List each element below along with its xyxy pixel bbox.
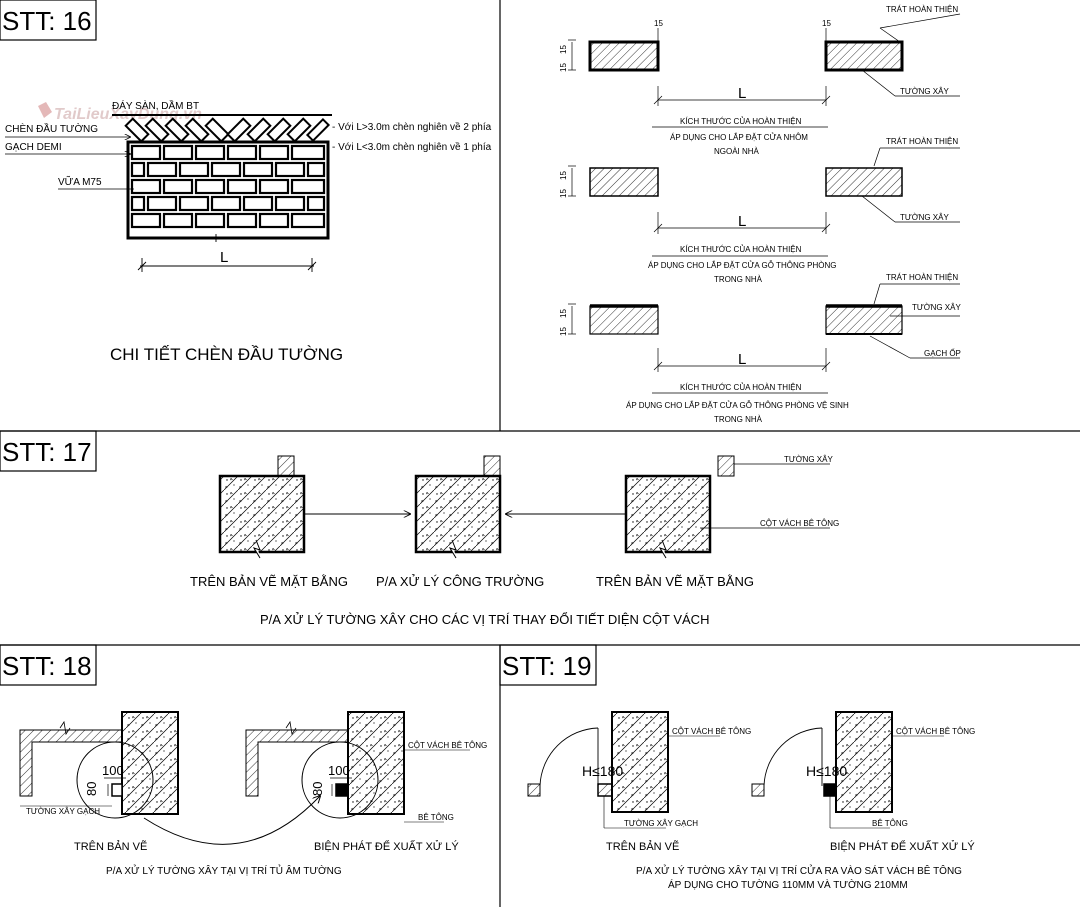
label-wall: TƯỜNG XÂY (900, 213, 949, 222)
dim-height-left: 80 (84, 782, 99, 796)
label-left: TRÊN BẢN VẼ MẶT BẰNG (190, 574, 348, 589)
label-wall: TƯỜNG XÂY (900, 87, 949, 96)
slab-label: ĐÁY SÀN, DẦM BT (112, 99, 199, 112)
label-apply-2: TRONG NHÀ (714, 275, 763, 284)
dim-side-a: 15 (559, 309, 568, 318)
panel-finishing-details: 15 15 15 15 L TRÁT HOÀN THIỆN TƯỜNG XÂY … (559, 5, 961, 424)
dim-height-right: 80 (310, 782, 325, 796)
dim-l: L (738, 85, 746, 102)
logo-icon (38, 102, 52, 118)
panel-stt-17: STT: 17 TƯỜNG XÂY CỘT VÁCH BÊ TÔNG TRÊN … (0, 430, 839, 627)
stt-box (0, 430, 97, 472)
column-label: CỘT VÁCH BÊ TÔNG (408, 741, 487, 750)
dim-side-a: 15 (559, 171, 568, 180)
dim-width-left: 100 (102, 763, 124, 778)
dim-l: L (738, 213, 746, 230)
note-2: - Với L<3.0m chèn nghiên về 1 phía (332, 141, 492, 153)
demi-label: GẠCH DEMI (5, 142, 62, 153)
column-mid (414, 455, 502, 559)
dimension-l (137, 234, 317, 272)
dim-side-b: 15 (559, 63, 568, 72)
label-right: TRÊN BẢN VẼ MẶT BẰNG (596, 574, 754, 589)
panel-caption: P/A XỬ LÝ TƯỜNG XÂY TẠI VỊ TRÍ TỦ ÂM TƯỜ… (106, 864, 342, 877)
mortar-label: VỮA M75 (58, 175, 102, 188)
column-label-left: CỘT VÁCH BÊ TÔNG (672, 727, 751, 736)
stt-label: STT: 19 (502, 651, 592, 681)
column-right (624, 455, 735, 559)
label-plaster: TRÁT HOÀN THIỆN (886, 5, 958, 14)
detail-row-3: 15 15 L TRÁT HOÀN THIỆN TƯỜNG XÂY GẠCH Ố… (559, 273, 961, 424)
label-tile: GẠCH ỐP (924, 348, 961, 358)
panel-caption: CHI TIẾT CHÈN ĐẦU TƯỜNG (110, 345, 343, 364)
wall-label: TƯỜNG XÂY (784, 455, 833, 464)
note-1: - Với L>3.0m chèn nghiên về 2 phía (332, 121, 492, 133)
stt-label: STT: 18 (2, 651, 92, 681)
brick-wall (126, 140, 330, 240)
label-apply-1: ÁP DỤNG CHO LẮP ĐẶT CỬA NHÔM (670, 133, 808, 142)
door-detail-right (751, 711, 944, 829)
dim-top-left: 15 (654, 19, 663, 28)
column-label-right: CỘT VÁCH BÊ TÔNG (896, 727, 975, 736)
label-size: KÍCH THƯỚC CỦA HOÀN THIỆN (680, 383, 802, 392)
label-mid: P/A XỬ LÝ CÔNG TRƯỜNG (376, 574, 544, 589)
door-detail-left (527, 711, 720, 829)
dim-l: L (738, 351, 746, 368)
detail-right (245, 711, 470, 823)
label-size: KÍCH THƯỚC CỦA HOÀN THIỆN (680, 117, 802, 126)
label-apply-2: NGOÀI NHÀ (714, 147, 760, 156)
detail-left (19, 711, 179, 819)
dim-side-b: 15 (559, 189, 568, 198)
column-label: CỘT VÁCH BÊ TÔNG (760, 519, 839, 528)
concrete-label: BÊ TÔNG (418, 813, 454, 822)
process-arrow (143, 796, 320, 845)
dim-right: H≤180 (806, 763, 847, 779)
stt-label: STT: 17 (2, 437, 92, 467)
detail-row-1: 15 15 15 15 L TRÁT HOÀN THIỆN TƯỜNG XÂY … (559, 5, 961, 156)
label-right: BIỆN PHÁT ĐỂ XUẤT XỬ LÝ (830, 840, 975, 853)
wedge-label: CHÈN ĐẦU TƯỜNG (5, 122, 98, 135)
label-apply-1: ÁP DỤNG CHO LẮP ĐẶT CỬA GỖ THÔNG PHÒNG V… (626, 401, 849, 410)
panel-caption-1: P/A XỬ LÝ TƯỜNG XÂY TẠI VỊ TRÍ CỬA RA VÀ… (636, 864, 962, 877)
label-wall: TƯỜNG XÂY (912, 303, 961, 312)
dim-left: H≤180 (582, 763, 623, 779)
stt-label: STT: 16 (2, 6, 92, 36)
dimension-l-label: L (220, 249, 228, 266)
concrete-label: BÊ TÔNG (872, 819, 908, 828)
wall-label: TƯỜNG XÂY GẠCH (26, 807, 100, 816)
dim-width-right: 100 (328, 763, 350, 778)
panel-stt-16: STT: 16 TaiLieuXayDung.vn ĐÁY SÀN, DẦM B… (0, 0, 492, 364)
dim-top-right: 15 (822, 19, 831, 28)
stt-box (0, 0, 97, 41)
label-left: TRÊN BẢN VẼ (74, 840, 147, 853)
stt-box (0, 644, 97, 686)
label-apply-2: TRONG NHÀ (714, 415, 763, 424)
detail-row-2: 15 15 L TRÁT HOÀN THIỆN TƯỜNG XÂY KÍCH T… (559, 137, 960, 284)
label-apply-1: ÁP DỤNG CHO LẮP ĐẶT CỬA GỖ THÔNG PHÒNG (648, 261, 837, 270)
stt-box (499, 644, 597, 686)
panel-caption-2: ÁP DỤNG CHO TƯỜNG 110MM VÀ TƯỜNG 210MM (668, 878, 908, 891)
panel-stt-18: STT: 18 100 80 TƯỜNG XÂY GẠCH (0, 644, 487, 877)
dim-side-a: 15 (559, 45, 568, 54)
wedge-bricks (124, 117, 331, 143)
label-left: TRÊN BẢN VẼ (606, 840, 679, 853)
label-plaster: TRÁT HOÀN THIỆN (886, 137, 958, 146)
dim-side-b: 15 (559, 327, 568, 336)
panel-stt-19: STT: 19 H≤180 CỘT VÁCH BÊ TÔNG TƯỜNG XÂY… (499, 644, 975, 891)
label-plaster: TRÁT HOÀN THIỆN (886, 273, 958, 282)
label-size: KÍCH THƯỚC CỦA HOÀN THIỆN (680, 245, 802, 254)
wall-label: TƯỜNG XÂY GẠCH (624, 819, 698, 828)
column-left (218, 455, 306, 559)
label-right: BIỆN PHÁT ĐỂ XUẤT XỬ LÝ (314, 840, 459, 853)
panel-caption: P/A XỬ LÝ TƯỜNG XÂY CHO CÁC VỊ TRÍ THAY … (260, 612, 709, 627)
